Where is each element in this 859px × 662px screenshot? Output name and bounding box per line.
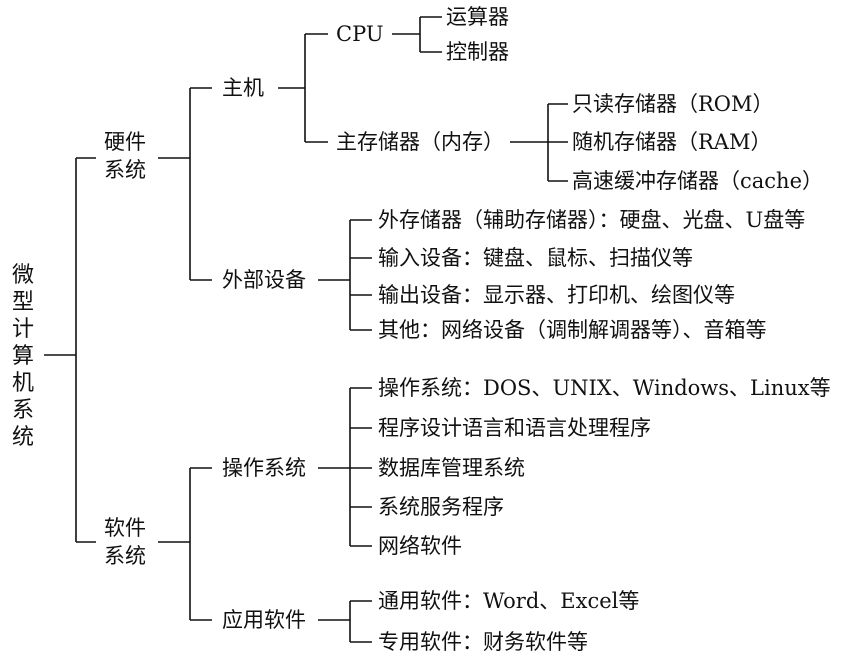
database-system-node: 数据库管理系统 [378, 456, 525, 480]
alu-node: 运算器 [446, 5, 509, 29]
external-storage-node: 外存储器（辅助存储器）：硬盘、光盘、U盘等 [378, 208, 806, 232]
applications-node: 应用软件 [222, 608, 306, 632]
rom-node: 只读存储器（ROM） [572, 92, 774, 116]
main-memory-node: 主存储器（内存） [336, 130, 504, 154]
programming-languages-node: 程序设计语言和语言处理程序 [378, 416, 651, 440]
host-node: 主机 [222, 76, 264, 100]
other-devices-node: 其他：网络设备（调制解调器等）、音箱等 [378, 318, 767, 342]
peripherals-node: 外部设备 [222, 268, 306, 292]
special-software-node: 专用软件：财务软件等 [378, 630, 588, 654]
os-item-node: 操作系统：DOS、UNIX、Windows、Linux等 [378, 376, 831, 400]
hardware-label-line1: 硬件 [104, 130, 146, 154]
connector-cpu [392, 16, 442, 53]
ram-node: 随机存储器（RAM） [572, 130, 772, 154]
software-label-line1: 软件 [104, 516, 146, 540]
connector-main-memory [510, 103, 568, 182]
hardware-label-line2: 系统 [104, 158, 146, 182]
network-software-node: 网络软件 [378, 534, 462, 558]
connector-software [158, 467, 212, 621]
general-software-node: 通用软件：Word、Excel等 [378, 589, 640, 613]
os-node: 操作系统 [222, 456, 306, 480]
control-unit-node: 控制器 [446, 40, 509, 64]
connector-apps [318, 600, 372, 643]
input-devices-node: 输入设备：键盘、鼠标、扫描仪等 [378, 246, 693, 270]
connector-host [278, 33, 328, 143]
root-node: 微型计算机系统 [11, 263, 34, 450]
connector-os [318, 387, 372, 547]
software-label-line2: 系统 [104, 544, 146, 568]
output-devices-node: 输出设备：显示器、打印机、绘图仪等 [378, 283, 735, 307]
hardware-node: 硬件 系统 [104, 128, 154, 184]
cache-node: 高速缓冲存储器（cache） [572, 169, 823, 193]
cpu-node: CPU [336, 22, 384, 46]
system-services-node: 系统服务程序 [378, 495, 504, 519]
software-node: 软件 系统 [104, 514, 154, 570]
connector-root [44, 157, 96, 543]
connector-peripherals [318, 219, 372, 331]
connector-hardware [158, 87, 212, 281]
